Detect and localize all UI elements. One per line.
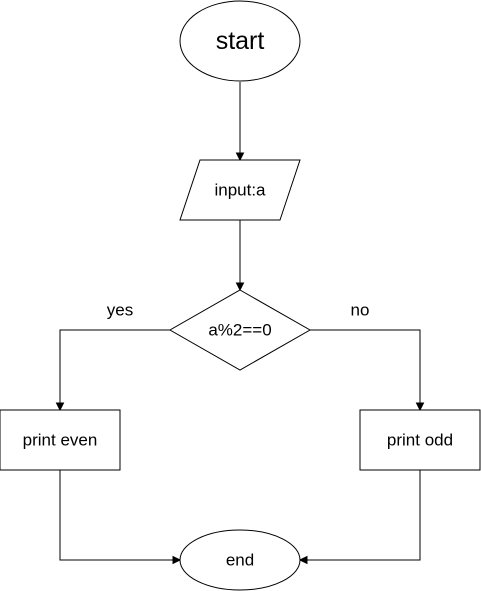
node-print-odd: print odd: [359, 409, 481, 471]
print-even-process-shape: [0, 409, 121, 471]
end-label: end: [226, 551, 254, 570]
end-terminal-shape: [179, 529, 301, 591]
node-condition: a%2==0: [168, 289, 312, 371]
condition-label: a%2==0: [208, 321, 271, 340]
node-input: input:a: [179, 159, 301, 221]
edge-print-odd-to-end: [298, 470, 421, 565]
edge-condition-to-print-even: [55, 329, 170, 412]
arrowhead: [298, 555, 308, 565]
edge-label-no: no: [351, 301, 370, 320]
start-label: start: [216, 27, 265, 55]
edge-print-even-to-end: [59, 470, 182, 565]
condition-diamond-shape: [168, 289, 312, 371]
arrowhead: [235, 282, 245, 292]
edge-condition-to-print-odd: [310, 329, 425, 412]
print-odd-label: print odd: [387, 431, 453, 450]
edge-start-to-input: [235, 82, 245, 162]
arrowhead: [55, 402, 65, 412]
input-parallelogram-shape: [179, 159, 301, 221]
edge-input-to-condition: [235, 220, 245, 292]
arrowhead: [235, 152, 245, 162]
input-label: input:a: [214, 181, 266, 200]
arrowhead: [172, 555, 182, 565]
start-terminal-shape: [179, 0, 301, 82]
edges: [55, 82, 425, 565]
node-start: start: [179, 0, 301, 82]
node-print-even: print even: [0, 409, 121, 471]
arrowhead: [415, 402, 425, 412]
edge-label-yes: yes: [107, 301, 133, 320]
print-even-label: print even: [23, 431, 98, 450]
print-odd-process-shape: [359, 409, 481, 471]
node-end: end: [179, 529, 301, 591]
